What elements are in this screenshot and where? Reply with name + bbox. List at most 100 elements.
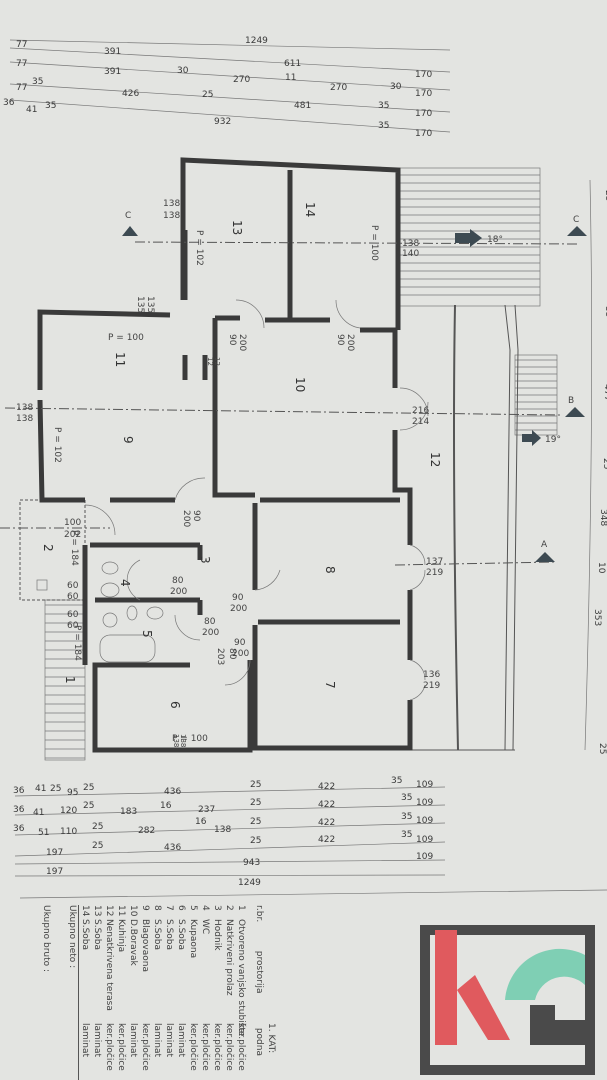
dim: 36 [13,805,25,815]
dim: 25 [603,190,607,201]
room-1: 1 [63,676,77,684]
opening: 90 [191,510,201,522]
row-floor: laminat [152,1023,162,1058]
right-dimensions: 25 410 35 477 25 348 10 353 25 [584,179,607,754]
dim: 422 [318,835,335,845]
p-label: P = 100 [172,734,208,744]
dim: 197 [46,848,63,858]
row-number: 14 [80,905,90,917]
room-13: 13 [230,220,244,235]
row-number: 1 [236,905,246,911]
dim: 11 [285,73,296,83]
dim: 109 [416,816,433,826]
arrow-right-icon [522,430,541,446]
room-11: 11 [113,352,127,367]
opening: 100 [64,518,81,528]
dim: 25 [92,841,103,851]
opening: 138 [402,239,419,249]
legend-row: 13S.Sobalaminat [91,905,103,1080]
row-room: Blagovaona [140,919,150,972]
dim: 41 [26,105,37,115]
row-number: 8 [152,905,162,911]
row-floor: laminat [164,1023,174,1058]
legend-row: 10D.Boravaklaminat [127,905,139,1080]
opening: 214 [412,417,429,427]
opening: 200 [181,510,191,527]
dim: 25 [601,458,607,469]
row-floor: ker.pločice [236,1023,246,1071]
opening-labels: 138 138 135 135 138 138 138 140 216 214 … [16,199,443,747]
row-room: Nenatkrivena terasa [104,919,114,1011]
dim: 41 [33,808,44,818]
opening: 136 [423,670,440,680]
opening: 200 [230,604,247,614]
dim: 36 [13,824,25,834]
dim: 109 [416,835,433,845]
terrace-outline [19,304,519,751]
opening: 12 [206,357,214,366]
opening: 90 [335,334,345,346]
col-room: prostorija [254,950,264,994]
room-10: 10 [293,377,307,392]
dim: 197 [46,867,63,877]
dim: 932 [214,117,231,127]
dim: 25 [250,798,261,808]
legend-row: 5Kupaonaker.pločice [187,905,199,1080]
room-14: 14 [303,202,317,217]
walls [37,157,413,753]
dim: 35 [45,101,56,111]
row-number: 7 [164,905,174,911]
opening: 60 [67,592,79,602]
dim: 41 [35,784,46,794]
dim: 109 [416,798,433,808]
opening: 200 [345,334,355,351]
row-number: 4 [200,905,210,911]
dim: 109 [416,852,433,862]
p-label: P = 184 [69,530,79,566]
row-number: 3 [212,905,222,911]
opening: 200 [202,628,219,638]
dim: 1249 [245,36,268,46]
opening: 200 [170,587,187,597]
row-floor: ker.pločice [116,1023,126,1071]
dim: 1249 [238,878,261,888]
legend-row: 4WCker.pločice [199,905,211,1080]
bottom-dimension-lines [14,786,446,877]
dim: 110 [60,827,77,837]
legend-row: 7S.Sobalaminat [163,905,175,1080]
p-label: P = 100 [108,333,144,343]
row-room: S.Soba [80,919,90,951]
legend-title: 1. KAT: [265,905,277,1080]
opening: 200 [232,649,249,659]
dim: 30 [177,66,189,76]
dim: 282 [138,826,155,836]
opening: 80 [172,576,184,586]
legend-row: 11Kuhinja ker.pločice [115,905,127,1080]
legend-row: 1Otvoreno vanjsko stubišteker.pločice [235,905,247,1080]
row-floor: laminat [128,1023,138,1058]
row-number: 6 [176,905,186,911]
opening: 60 [67,610,79,620]
row-room: Kuhinja [116,919,126,953]
dim: 35 [32,77,43,87]
stair-treads [45,604,85,759]
row-number: 11 [116,905,126,917]
legend-header: r.br. prostorija podna [253,905,265,1080]
section-marker-icon [565,407,585,417]
legend-row: 14S.Soba laminat [78,905,91,1080]
room-2: 2 [41,544,55,552]
doors [84,299,429,701]
dim: 943 [243,858,260,868]
section-label: C [573,215,579,225]
dim: 109 [416,780,433,790]
opening: 216 [412,406,429,416]
dim: 170 [415,70,432,80]
opening: 138 [163,199,180,209]
opening: 12 [213,357,221,366]
legend-row: 12Nenatkrivena terasaker.pločice [103,905,115,1080]
room-12: 12 [428,452,442,467]
opening: 80 [227,648,237,660]
row-floor: laminat [80,1023,90,1058]
opening: 137 [426,557,443,567]
dim: 422 [318,800,335,810]
